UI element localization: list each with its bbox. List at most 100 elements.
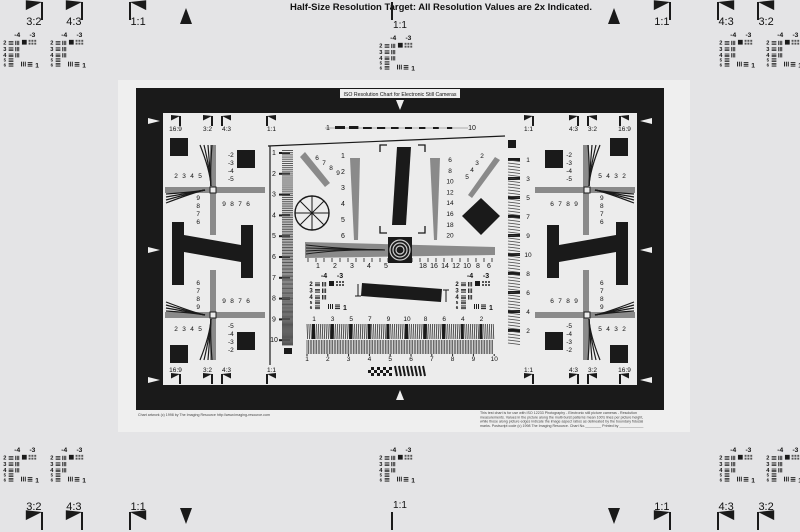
resolution-bars xyxy=(18,53,20,58)
fiducial-flag xyxy=(65,0,82,11)
vertical-burst-line xyxy=(282,262,293,264)
resolution-fine-square xyxy=(482,284,484,286)
resolution-bars xyxy=(771,462,777,464)
resolution-bars xyxy=(743,63,749,65)
resolution-bars xyxy=(15,468,17,473)
burst-line xyxy=(430,323,432,340)
vertical-burst-line xyxy=(507,294,521,297)
resolution-fine-square xyxy=(797,42,800,45)
cross-label: -5 xyxy=(228,176,234,183)
vertical-burst-line xyxy=(282,225,293,227)
aspect-ratio-label: 3:2 xyxy=(588,367,597,374)
resolution-fine-square xyxy=(34,457,37,460)
resolution-fine-square xyxy=(794,457,797,460)
resolution-bars xyxy=(384,476,390,477)
resolution-bars xyxy=(18,468,20,473)
resolution-fine-square xyxy=(404,45,407,48)
resolution-fine-square xyxy=(81,457,84,460)
vertical-burst-line xyxy=(282,336,293,338)
left-scale-label: 2 xyxy=(272,171,276,178)
fiducial-flag xyxy=(171,373,180,379)
fiducial-flag xyxy=(25,510,42,521)
resolution-bars xyxy=(724,457,730,459)
resolution-bars xyxy=(384,64,390,65)
resolution-bars xyxy=(391,49,393,55)
vertical-burst-line xyxy=(507,273,521,276)
aspect-ratio-label: 1:1 xyxy=(267,367,276,374)
checker-cell xyxy=(386,370,389,373)
resolution-bars xyxy=(779,53,781,58)
resolution-bars xyxy=(384,57,390,59)
stripe-pattern xyxy=(414,365,418,377)
right-scale-label: 6 xyxy=(526,290,530,297)
resolution-bars xyxy=(55,465,61,466)
resolution-bars xyxy=(732,53,734,58)
resolution-bars xyxy=(384,457,390,459)
aspect-ratio-label: 4:3 xyxy=(222,367,231,374)
fiducial-flag xyxy=(130,0,147,11)
resolution-fine-square xyxy=(31,42,34,45)
resolution-bars xyxy=(384,458,390,460)
resolution-square xyxy=(21,39,27,45)
resolution-bars xyxy=(771,458,777,460)
resolution-bars xyxy=(771,56,777,58)
resolution-bars xyxy=(315,285,320,287)
vertical-burst-line xyxy=(507,306,521,309)
hyper-label: 4 xyxy=(341,201,345,208)
resolution-square xyxy=(397,42,403,48)
resolution-bars xyxy=(724,478,730,479)
resolution-fine-square xyxy=(34,39,37,42)
top-scale-segment xyxy=(363,127,372,129)
cross-label: -4 xyxy=(566,168,572,175)
resolution-label-neg3: -3 xyxy=(483,273,489,280)
resolution-bars xyxy=(62,40,64,46)
fiducial-flag xyxy=(267,115,276,121)
vertical-burst-line xyxy=(507,228,521,231)
resolution-bars xyxy=(731,40,733,46)
resolution-fine-square xyxy=(482,281,484,283)
burst-line xyxy=(327,323,329,340)
resolution-bars xyxy=(55,478,61,479)
resolution-bars xyxy=(69,61,71,67)
burst-line xyxy=(456,323,459,340)
left-scale-label: 3 xyxy=(272,192,276,199)
resolution-row-label: 6 xyxy=(456,305,459,310)
burst-line xyxy=(435,323,438,340)
burst-line xyxy=(342,323,345,340)
resolution-bars xyxy=(65,40,67,46)
resolution-bars xyxy=(391,461,393,467)
resolution-bars xyxy=(315,295,320,297)
hyper-label: 8 xyxy=(448,168,452,175)
corner-bracket xyxy=(418,226,426,234)
resolution-fine-square xyxy=(75,457,78,460)
resolution-label-neg3: -3 xyxy=(29,447,35,454)
resolution-bars xyxy=(55,59,61,61)
resolution-label-one: 1 xyxy=(82,62,86,69)
resolution-bars xyxy=(478,304,479,309)
resolution-bars xyxy=(18,455,20,461)
cross-label: -2 xyxy=(228,152,234,159)
resolution-bars xyxy=(461,295,466,297)
resolution-bars xyxy=(743,65,749,67)
hyperbolic-line xyxy=(587,318,590,361)
burst-line xyxy=(337,323,339,340)
vertical-burst-line xyxy=(282,200,293,202)
vertical-burst-line xyxy=(282,224,293,226)
vertical-burst-line xyxy=(282,245,293,247)
vertical-burst-line xyxy=(282,254,293,256)
vertical-burst-line xyxy=(507,192,521,195)
resolution-bars xyxy=(74,477,80,479)
vertical-burst-line xyxy=(282,293,293,295)
resolution-fine-square xyxy=(78,454,81,457)
resolution-bars xyxy=(732,46,734,52)
hyperbolic-line xyxy=(594,189,635,204)
burst-line xyxy=(357,323,360,340)
resolution-bars xyxy=(315,298,320,300)
burst-line xyxy=(373,323,375,340)
resolution-bars xyxy=(71,476,73,482)
resolution-label-neg3: -3 xyxy=(745,447,751,454)
resolution-row-label: 3 xyxy=(719,462,722,468)
vertical-burst-line xyxy=(282,344,293,346)
vertical-burst-line xyxy=(282,263,293,265)
resolution-bars xyxy=(315,296,320,298)
